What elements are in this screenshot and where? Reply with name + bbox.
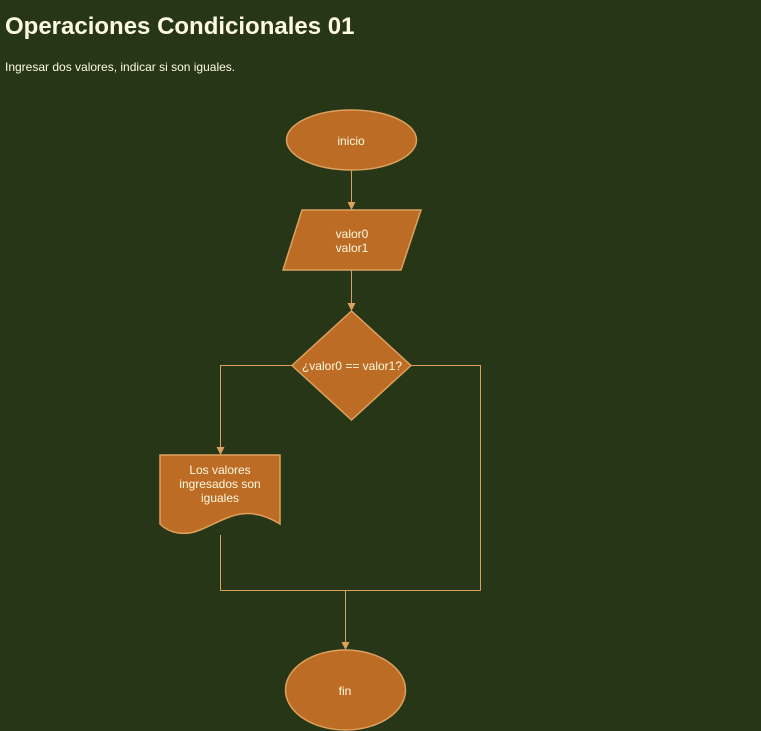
input-node: valor0 valor1 xyxy=(281,209,423,271)
page-title: Operaciones Condicionales 01 xyxy=(5,13,355,40)
output-line-3: iguales xyxy=(201,491,239,505)
start-node: inicio xyxy=(285,109,418,171)
start-ellipse xyxy=(285,109,418,171)
connectors xyxy=(216,170,481,650)
output-document-shape xyxy=(159,454,281,535)
input-line-valor0: valor0 xyxy=(336,227,369,241)
edge-output-to-merge xyxy=(220,535,481,591)
decision-node: ¿valor0 == valor1? xyxy=(290,309,413,422)
start-label: inicio xyxy=(337,134,365,148)
decision-diamond xyxy=(290,309,413,422)
edge-decision-false-to-merge xyxy=(411,365,481,591)
end-ellipse xyxy=(284,649,407,731)
output-node: Los valores ingresados son iguales xyxy=(159,454,281,535)
output-line-2: ingresados son xyxy=(179,477,260,491)
edge-decision-true-to-output xyxy=(216,365,292,455)
input-line-valor1: valor1 xyxy=(336,241,369,255)
input-parallelogram xyxy=(281,209,423,271)
decision-label: ¿valor0 == valor1? xyxy=(302,359,402,373)
output-line-1: Los valores xyxy=(189,463,250,477)
end-label: fin xyxy=(339,684,352,698)
end-node: fin xyxy=(284,649,407,731)
page-description: Ingresar dos valores, indicar si son igu… xyxy=(5,60,236,74)
